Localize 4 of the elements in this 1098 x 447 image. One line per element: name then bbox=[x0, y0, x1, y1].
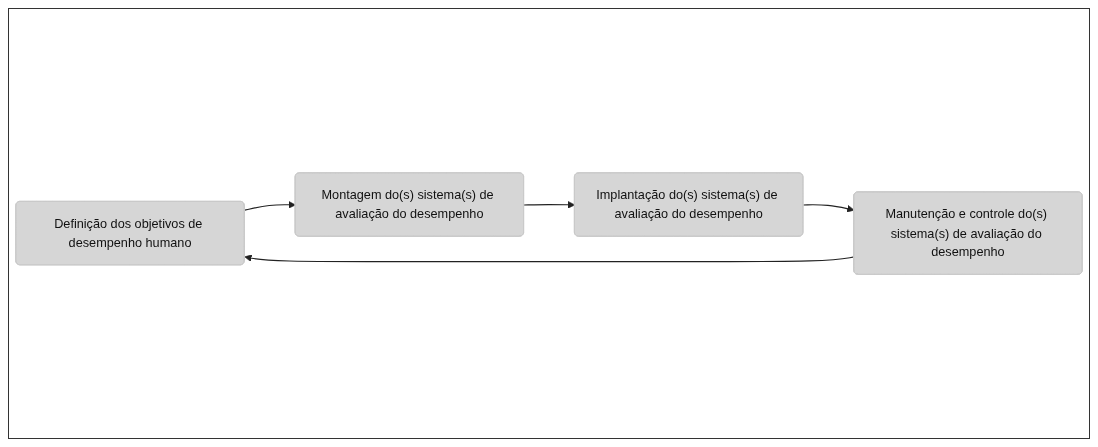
arrow bbox=[802, 204, 855, 213]
arrow bbox=[244, 201, 296, 211]
arrow bbox=[244, 254, 855, 263]
arrow bbox=[523, 201, 576, 209]
